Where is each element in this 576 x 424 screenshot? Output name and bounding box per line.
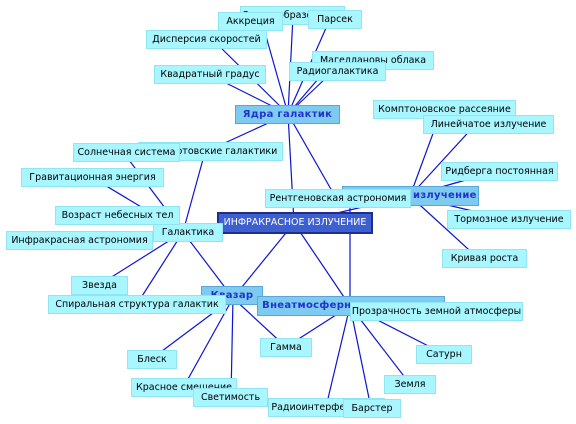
node-parsec[interactable]: Парсек (308, 10, 362, 29)
edge (293, 222, 351, 307)
node-xray-astronomy[interactable]: Рентгеновская астрономия (265, 189, 411, 208)
central-topic[interactable]: ИНФРАКРАСНОЕ ИЗЛУЧЕНИЕ (217, 212, 373, 234)
edge (349, 305, 372, 409)
edge (409, 195, 480, 260)
hub-galaxy[interactable]: Галактика (153, 223, 223, 242)
node-gamma[interactable]: Гамма (260, 338, 312, 357)
node-radio-galaxy[interactable]: Радиогалактика (289, 62, 386, 81)
node-saturn[interactable]: Сатурн (416, 345, 472, 364)
node-solar-system[interactable]: Солнечная система (73, 143, 180, 162)
hub-galaxy-cores[interactable]: Ядра галактик (235, 105, 340, 124)
node-infrared-astronomy[interactable]: Инфракрасная астрономия (6, 231, 153, 250)
node-line-radiation[interactable]: Линейчатое излучение (423, 115, 554, 134)
node-star[interactable]: Звезда (71, 276, 128, 295)
node-bremsstrahlung[interactable]: Тормозное излучение (447, 210, 571, 229)
node-brilliance[interactable]: Блеск (127, 350, 177, 369)
node-luminosity[interactable]: Светимость (193, 388, 268, 407)
edge (232, 222, 295, 299)
node-spiral-structure[interactable]: Спиральная структура галактик (48, 295, 226, 314)
node-atmosphere-transparency[interactable]: Прозрачность земной атмосферы (350, 302, 523, 321)
node-accretion[interactable]: Аккреция (218, 12, 283, 31)
edge (409, 124, 476, 197)
node-rydberg-constant[interactable]: Ридберга постоянная (441, 162, 558, 181)
node-burster[interactable]: Барстер (343, 399, 401, 418)
edge (287, 113, 337, 199)
node-sky-age[interactable]: Возраст небесных тел (55, 206, 180, 225)
node-gravitational-energy[interactable]: Гравитационная энергия (21, 168, 164, 187)
node-earth[interactable]: Земля (384, 375, 436, 394)
edge (325, 305, 351, 408)
node-square-degree[interactable]: Квадратный градус (154, 65, 266, 84)
edge (136, 231, 184, 305)
node-rotation-curve[interactable]: Кривая роста (442, 249, 527, 268)
node-velocity-dispersion[interactable]: Дисперсия скоростей (146, 30, 267, 49)
edge (182, 151, 206, 233)
